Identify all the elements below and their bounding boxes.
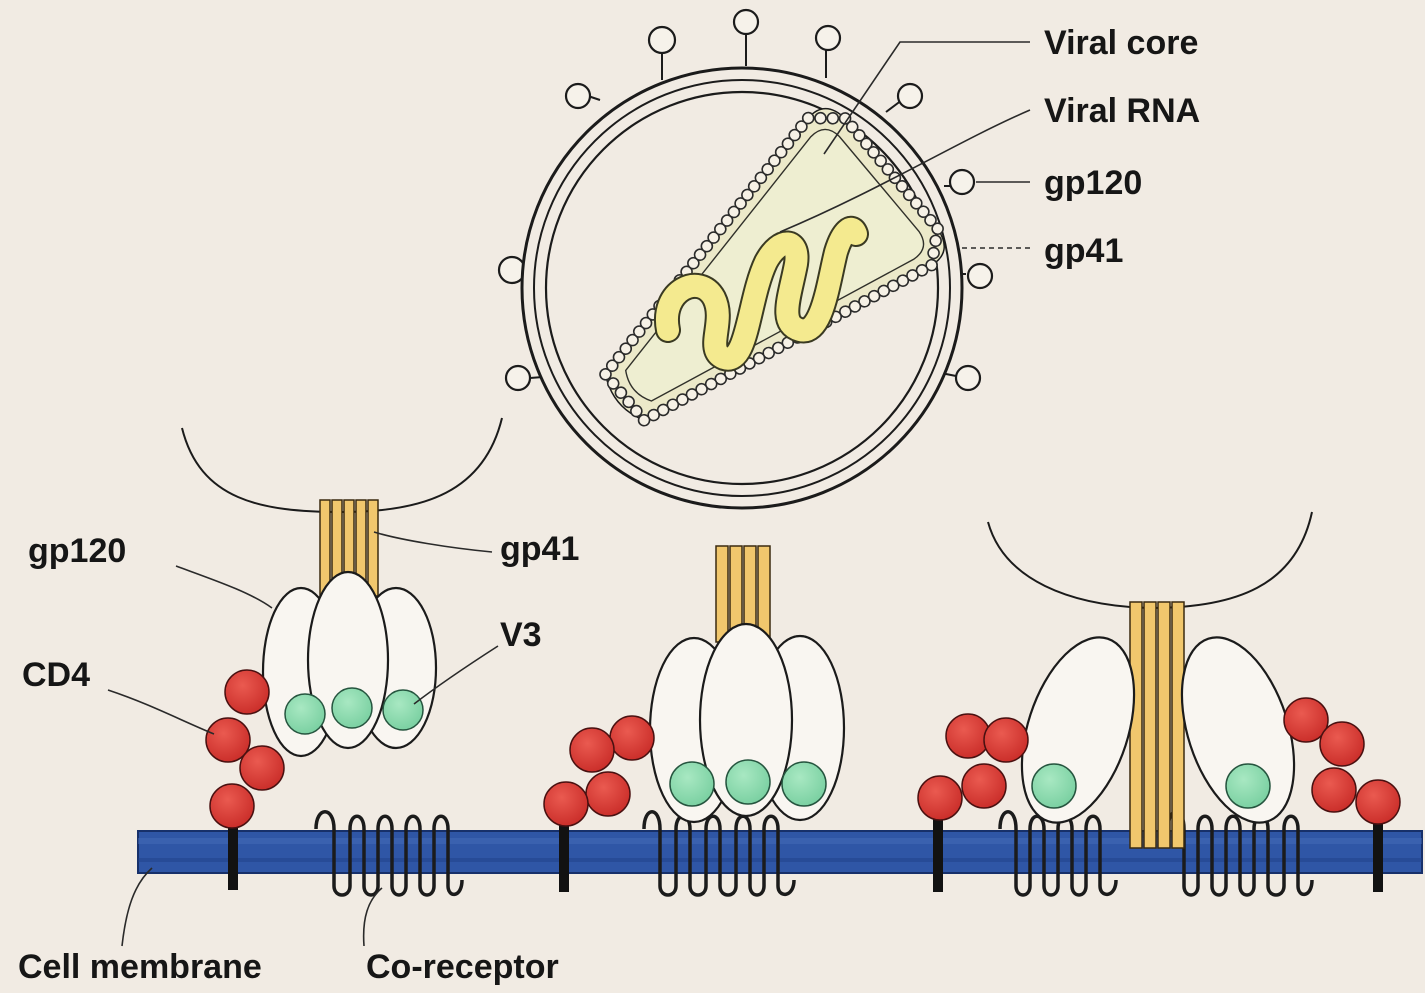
gp120-spike [649, 27, 675, 80]
v3-loops [285, 688, 423, 734]
label-gp41-top: gp41 [1044, 232, 1123, 270]
label-cell-membrane: Cell membrane [18, 948, 262, 986]
leader-gp41-left [374, 532, 492, 552]
membrane-bar [138, 831, 1422, 873]
leader-cell-membrane [122, 868, 152, 946]
v3-loop [285, 694, 325, 734]
gp120-spike [816, 26, 840, 78]
gp41-fusion-peptide [1130, 602, 1184, 848]
gp120-spike [566, 84, 600, 108]
v3-loops [670, 760, 826, 806]
gp120-spike [734, 10, 758, 66]
cd4-domain [610, 716, 654, 760]
v3-loop [383, 690, 423, 730]
cd4-domain [918, 776, 962, 820]
cd4-receptor [544, 716, 654, 826]
label-viral-core: Viral core [1044, 24, 1198, 62]
cd4-domain [225, 670, 269, 714]
cd4-domain [1312, 768, 1356, 812]
virus-particle [499, 10, 992, 508]
v3-loop [670, 762, 714, 806]
cd4-domain [962, 764, 1006, 808]
v3-loop [1226, 764, 1270, 808]
label-co-receptor: Co-receptor [366, 948, 559, 986]
membrane-texture [138, 838, 1422, 844]
virion-envelope-arc [182, 418, 502, 512]
v3-loop [782, 762, 826, 806]
cd4-receptor [1284, 698, 1400, 824]
gp120-spike [944, 170, 974, 194]
co-receptor [1000, 812, 1116, 895]
v3-loop [332, 688, 372, 728]
cd4-receptor [918, 714, 1028, 820]
gp120-spike [886, 84, 922, 112]
leader-cd4 [108, 690, 214, 734]
leader-co-receptor [364, 888, 382, 946]
leader-gp120-left [176, 566, 272, 608]
label-cd4: CD4 [22, 656, 90, 694]
right-virion-complex [918, 512, 1400, 848]
label-v3: V3 [500, 616, 542, 654]
cd4-domain [1320, 722, 1364, 766]
cd4-domain [210, 784, 254, 828]
cd4-domain [1356, 780, 1400, 824]
middle-virion-complex [544, 546, 844, 826]
cd4-domain [586, 772, 630, 816]
label-viral-rna: Viral RNA [1044, 92, 1200, 130]
cd4-domain [946, 714, 990, 758]
left-virion-complex [182, 418, 502, 828]
cd4-domain [544, 782, 588, 826]
cd4-anchor [228, 818, 238, 890]
label-gp120-top: gp120 [1044, 164, 1142, 202]
membrane-texture [138, 858, 1422, 862]
v3-loop [1032, 764, 1076, 808]
cd4-domain [240, 746, 284, 790]
v3-loop [726, 760, 770, 804]
cd4-domain [984, 718, 1028, 762]
label-gp120-left: gp120 [28, 532, 126, 570]
label-gp41-left: gp41 [500, 530, 579, 568]
virion-envelope-arc [988, 512, 1312, 608]
cell-membrane [138, 831, 1422, 873]
cd4-domain [570, 728, 614, 772]
